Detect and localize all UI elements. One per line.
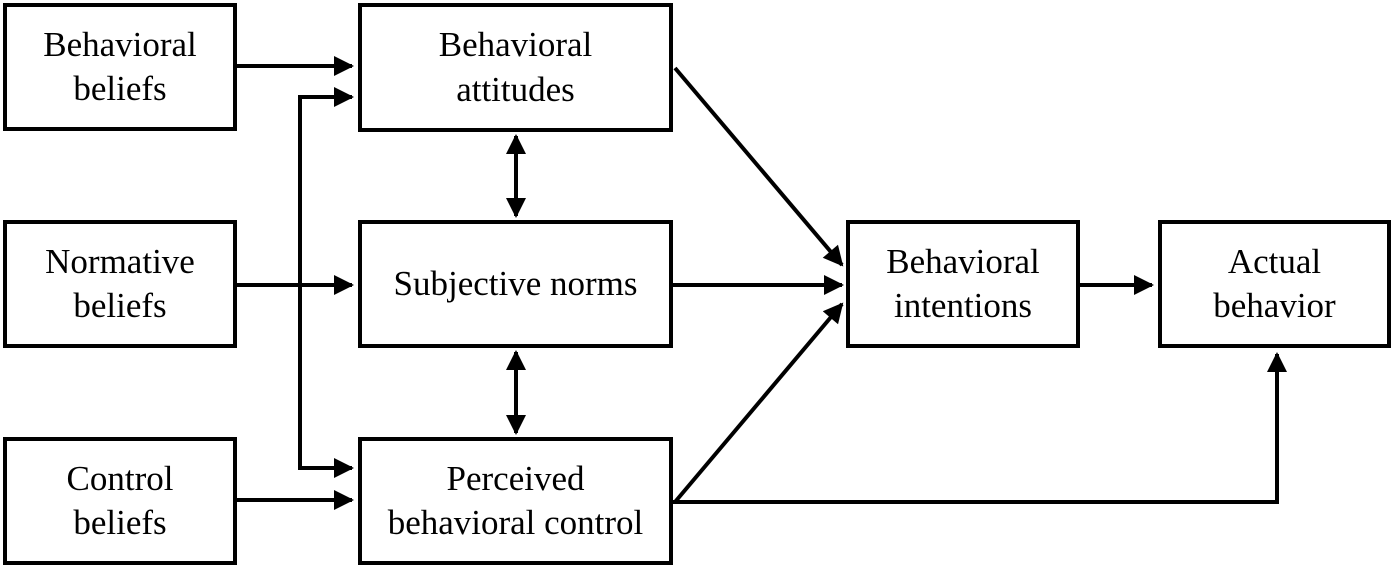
arrow-perceived-control-to-intentions: [673, 302, 844, 504]
arrow-normative-beliefs-to-perceived-control: [298, 99, 354, 478]
node-label-line: Normative: [45, 241, 195, 281]
node-label-line: Subjective norms: [393, 263, 638, 303]
node-behavioral-intentions: Behavioral intentions: [846, 220, 1080, 348]
node-behavioral-attitudes: Behavioral attitudes: [358, 3, 673, 132]
node-normative-beliefs: Normative beliefs: [3, 220, 237, 348]
node-label-line: beliefs: [73, 69, 167, 108]
node-label-line: Behavioral: [438, 25, 593, 65]
arrow-normative-beliefs-to-attitudes: [298, 87, 354, 466]
node-control-beliefs: Control beliefs: [3, 437, 237, 565]
node-label-line: Control: [66, 458, 174, 498]
node-label-line: Behavioral: [886, 241, 1040, 281]
node-label-line: behavioral control: [387, 503, 644, 542]
node-label-line: attitudes: [456, 69, 575, 109]
node-label-line: beliefs: [73, 286, 167, 325]
node-actual-behavior: Actual behavior: [1158, 220, 1391, 348]
arrow-attitudes-to-intentions: [673, 66, 844, 267]
node-label-line: beliefs: [73, 503, 167, 542]
node-label-line: Behavioral: [43, 24, 197, 64]
node-label-line: Actual: [1227, 241, 1322, 281]
node-subjective-norms: Subjective norms: [358, 220, 673, 348]
node-perceived-behavioral-control: Perceived behavioral control: [358, 437, 673, 565]
arrow-perceived-control-to-actual-behavior: [673, 352, 1287, 504]
node-label-line: intentions: [893, 286, 1033, 325]
node-label-line: behavior: [1213, 286, 1336, 325]
node-behavioral-beliefs: Behavioral beliefs: [3, 3, 237, 131]
node-label-line: Perceived: [446, 458, 585, 498]
